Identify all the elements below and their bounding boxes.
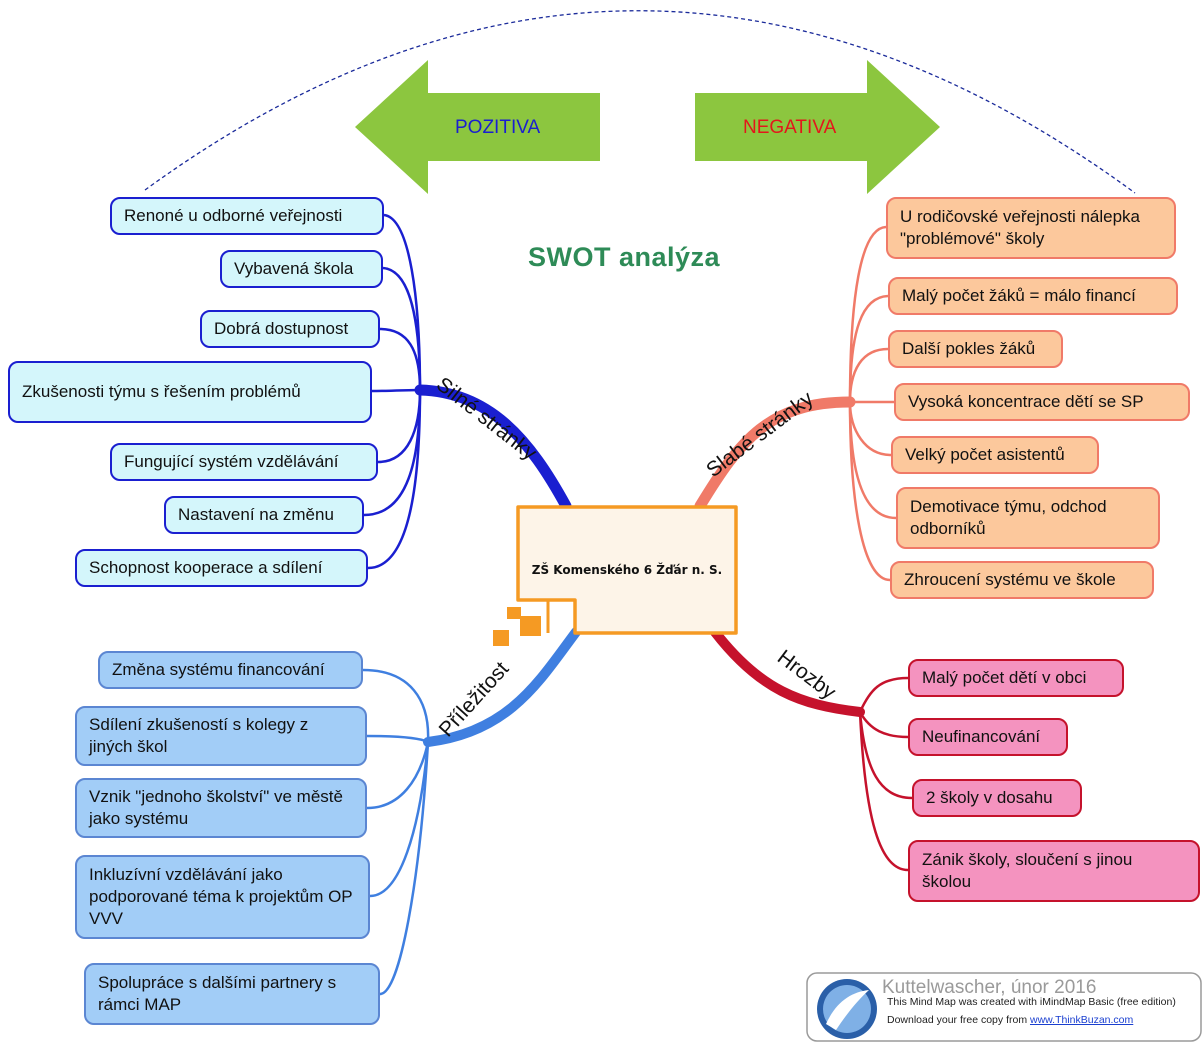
negativa-label: NEGATIVA bbox=[743, 117, 837, 138]
strengths-connectors bbox=[363, 213, 422, 570]
weakness-node[interactable]: Další pokles žáků bbox=[888, 330, 1063, 368]
weakness-node[interactable]: U rodičovské veřejnosti nálepka "problém… bbox=[886, 197, 1176, 259]
watermark-download: Download your free copy from www.ThinkBu… bbox=[887, 1014, 1133, 1026]
weakness-node[interactable]: Zhroucení systému ve škole bbox=[890, 561, 1154, 599]
strength-node[interactable]: Renoné u odborné veřejnosti bbox=[110, 197, 384, 235]
threat-node[interactable]: Zánik školy, sloučení s jinou školou bbox=[908, 840, 1200, 902]
opportunity-node[interactable]: Změna systému financování bbox=[98, 651, 363, 689]
strength-node[interactable]: Zkušenosti týmu s řešením problémů bbox=[8, 361, 372, 423]
strengths-branch bbox=[414, 384, 572, 512]
center-topic-corner bbox=[518, 598, 550, 633]
weakness-node[interactable]: Vysoká koncentrace dětí se SP bbox=[894, 383, 1190, 421]
center-topic-label: ZŠ Komenského 6 Žďár n. S. bbox=[531, 563, 723, 577]
weaknesses-connectors bbox=[848, 225, 897, 582]
weaknesses-branch bbox=[694, 396, 856, 512]
orange-square-small bbox=[493, 630, 509, 646]
weaknesses-branch-label: Slabé stránky bbox=[702, 387, 818, 482]
orange-square-top bbox=[507, 607, 521, 619]
threat-node[interactable]: 2 školy v dosahu bbox=[912, 779, 1082, 817]
opportunity-node[interactable]: Vznik "jednoho školství" ve městě jako s… bbox=[75, 778, 367, 838]
weakness-node[interactable]: Malý počet žáků = málo financí bbox=[888, 277, 1178, 315]
threats-connectors bbox=[858, 676, 913, 872]
strength-node[interactable]: Schopnost kooperace a sdílení bbox=[75, 549, 368, 587]
strengths-branch-label: Silné stránky bbox=[432, 373, 541, 465]
strength-node[interactable]: Dobrá dostupnost bbox=[200, 310, 380, 348]
pozitiva-label: POZITIVA bbox=[455, 117, 541, 138]
watermark-link[interactable]: www.ThinkBuzan.com bbox=[1029, 1014, 1134, 1026]
strength-node[interactable]: Nastavení na změnu bbox=[164, 496, 364, 534]
watermark-box bbox=[806, 972, 1202, 1042]
diagram-title: SWOT analýza bbox=[528, 242, 721, 272]
opportunity-node[interactable]: Inkluzívní vzdělávání jako podporované t… bbox=[75, 855, 370, 939]
threat-node[interactable]: Neufinancování bbox=[908, 718, 1068, 756]
strength-node[interactable]: Fungující systém vzdělávání bbox=[110, 443, 378, 481]
opportunities-branch bbox=[423, 627, 581, 747]
dashed-arc bbox=[144, 10, 1136, 194]
opportunity-node[interactable]: Sdílení zkušeností s kolegy z jiných ško… bbox=[75, 706, 367, 766]
opportunities-connectors bbox=[362, 668, 430, 996]
imindmap-logo-icon bbox=[817, 979, 877, 1039]
weakness-node[interactable]: Demotivace týmu, odchod odborníků bbox=[896, 487, 1160, 549]
strength-node[interactable]: Vybavená škola bbox=[220, 250, 383, 288]
negativa-arrow bbox=[695, 60, 940, 194]
watermark-download-text: Download your free copy from bbox=[887, 1014, 1030, 1026]
orange-square-large bbox=[520, 616, 541, 636]
threats-branch bbox=[710, 627, 865, 717]
pozitiva-arrow bbox=[355, 60, 600, 194]
watermark-created-with: This Mind Map was created with iMindMap … bbox=[887, 996, 1176, 1008]
weakness-node[interactable]: Velký počet asistentů bbox=[891, 436, 1099, 474]
threat-node[interactable]: Malý počet dětí v obci bbox=[908, 659, 1124, 697]
opportunity-node[interactable]: Spolupráce s dalšími partnery s rámci MA… bbox=[84, 963, 380, 1025]
watermark-author: Kuttelwascher, únor 2016 bbox=[882, 977, 1097, 998]
